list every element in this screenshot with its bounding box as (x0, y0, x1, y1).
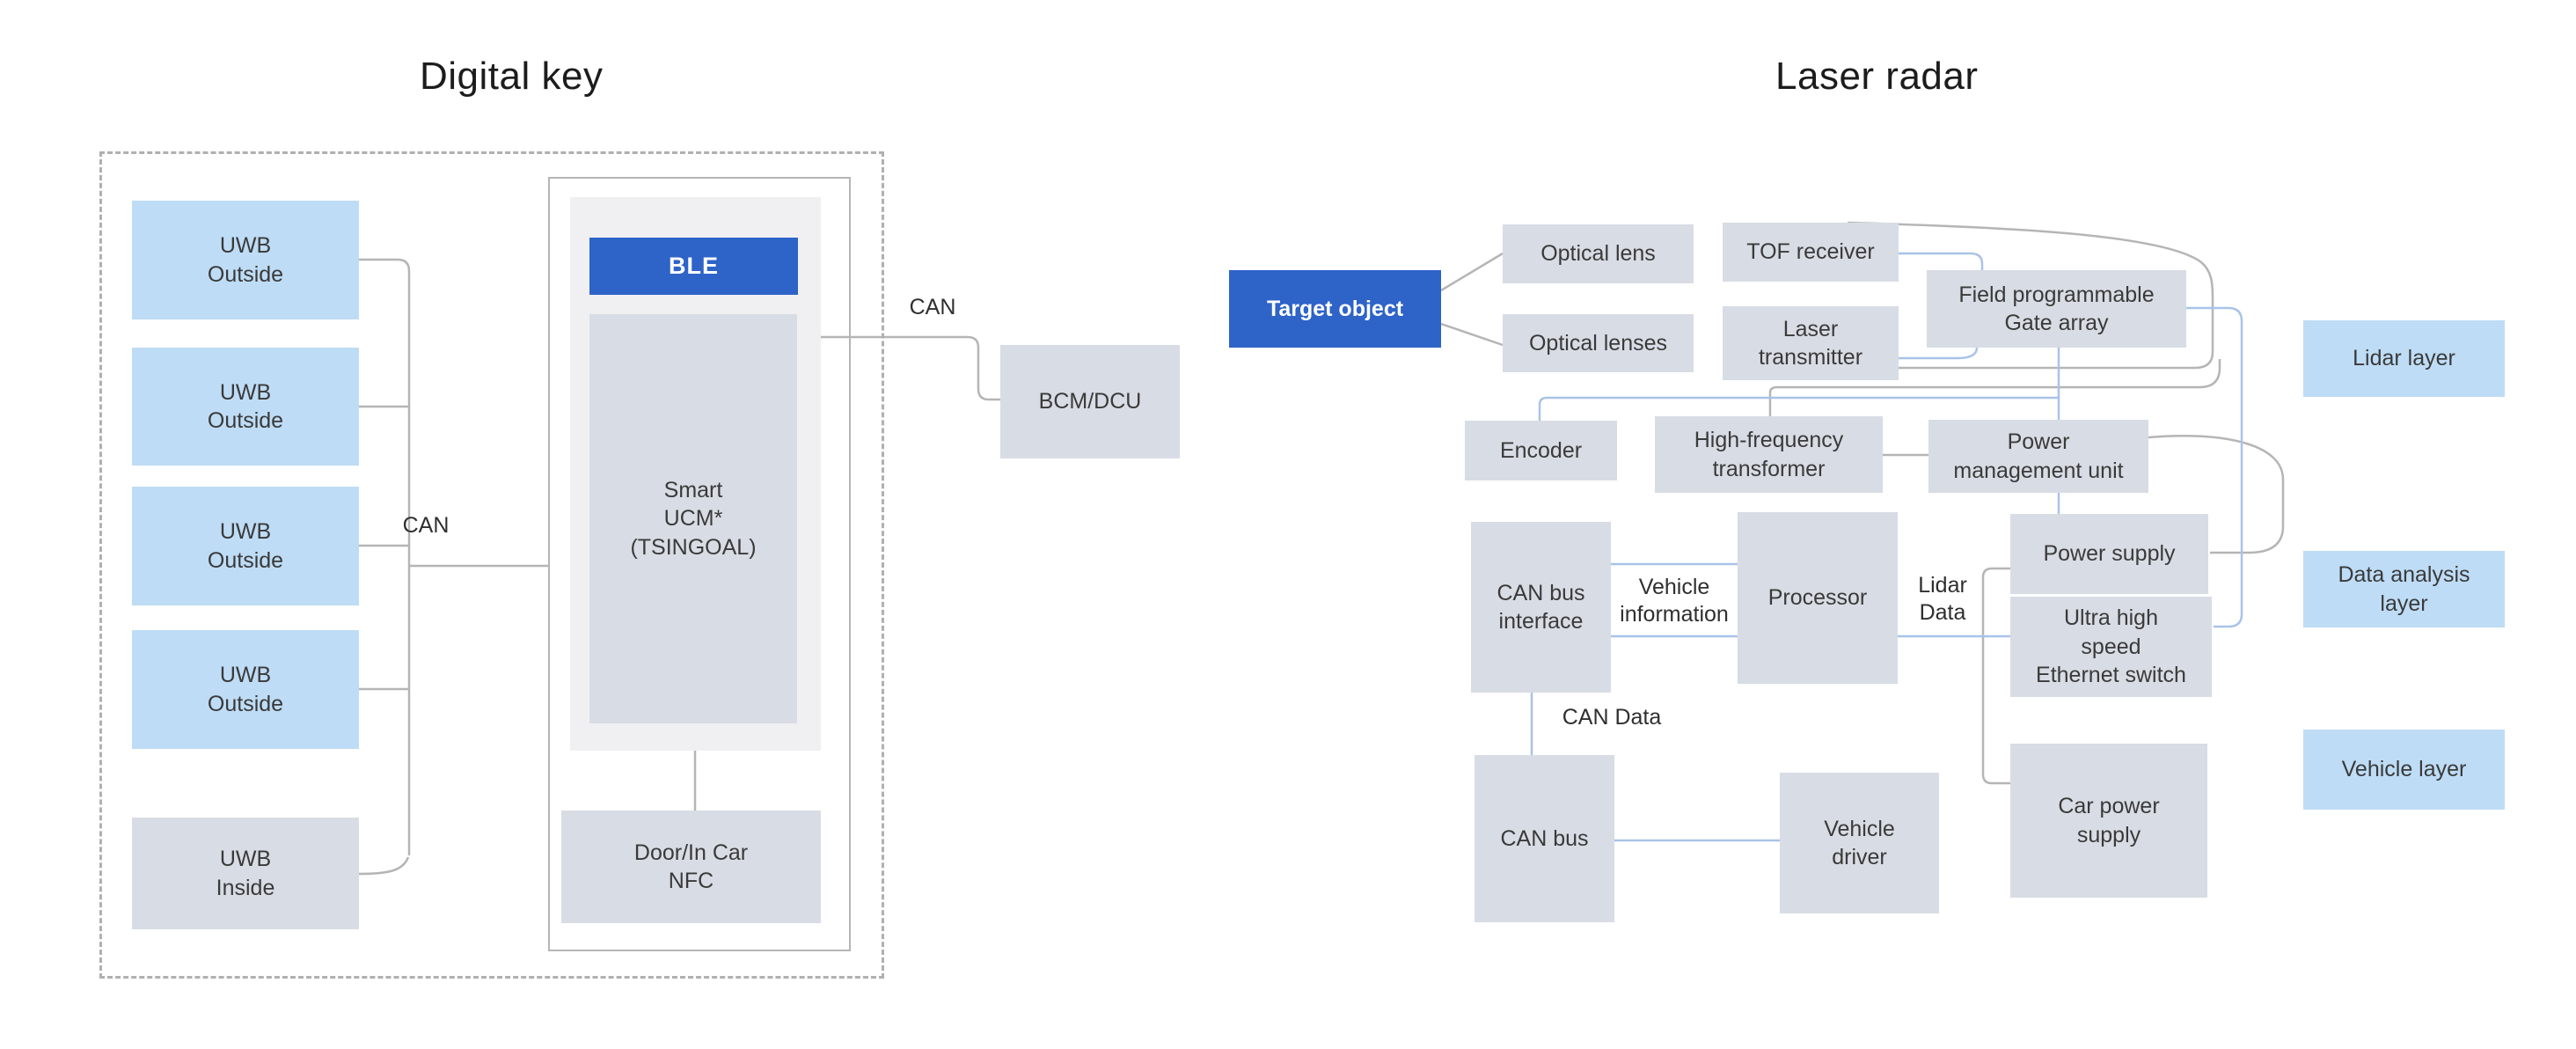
ble-box: BLE (589, 238, 798, 295)
lidar-layer-box: Lidar layer (2303, 320, 2505, 397)
hft-loop-wire (1768, 359, 2221, 416)
power-supply-box: Power supply (2010, 514, 2208, 594)
uwb-outside-box-2: UWB Outside (132, 348, 359, 466)
laser-transmitter-box: Laser transmitter (1723, 306, 1899, 380)
uwb-outside-box-4: UWB Outside (132, 630, 359, 749)
nfc-box: Door/In Car NFC (561, 811, 821, 923)
bcm-dcu-box: BCM/DCU (1000, 345, 1180, 458)
vehicle-information-label: Vehicle information (1620, 575, 1729, 627)
uwb-outside-box-1: UWB Outside (132, 201, 359, 319)
smart-ucm-box: Smart UCM* (TSINGOAL) (589, 314, 797, 723)
can-out-label: CAN (909, 295, 956, 319)
can-to-bcm-wire (821, 335, 1000, 401)
pmu-powersupply-wire (2148, 435, 2285, 554)
vehicle-layer-box: Vehicle layer (2303, 730, 2505, 810)
uwb-outside-box-3: UWB Outside (132, 487, 359, 605)
optical-lenses-box: Optical lenses (1503, 314, 1694, 372)
target-to-lens-wires (1440, 252, 1504, 347)
digital-key-boundary (99, 151, 884, 979)
laser-radar-title: Laser radar (1775, 55, 1979, 98)
encoder-box: Encoder (1465, 421, 1617, 480)
fpga-box: Field programmable Gate array (1927, 270, 2186, 348)
can-bus-box: CAN bus (1475, 755, 1614, 922)
powersupply-carpower-bracket (1981, 567, 2010, 785)
processor-box: Processor (1738, 512, 1898, 684)
car-power-supply-box: Car power supply (2010, 744, 2207, 898)
high-frequency-transformer-box: High-frequency transformer (1655, 416, 1883, 493)
laser-to-fpga-wire (1899, 347, 1979, 360)
uwb-inside-box: UWB Inside (132, 818, 359, 929)
data-analysis-layer-box: Data analysis layer (2303, 551, 2505, 627)
can-bus-interface-box: CAN bus interface (1471, 522, 1611, 693)
power-management-unit-box: Power management unit (1928, 420, 2148, 493)
tof-to-fpga-wire (1899, 252, 1984, 270)
target-object-box: Target object (1229, 270, 1441, 348)
tof-receiver-box: TOF receiver (1723, 223, 1899, 282)
ultra-ethernet-switch-box: Ultra high speed Ethernet switch (2010, 597, 2212, 697)
uwb-collector-wire (358, 258, 548, 876)
optical-lens-box: Optical lens (1503, 224, 1694, 283)
can-bus-label: CAN (402, 513, 450, 538)
tof-loop-wire (1847, 221, 2214, 370)
vehicle-driver-box: Vehicle driver (1780, 773, 1939, 913)
digital-key-title: Digital key (420, 55, 604, 98)
lidar-data-label: Lidar Data (1918, 573, 1967, 626)
can-data-label: CAN Data (1562, 705, 1662, 730)
fpga-to-ethernet-wire (2186, 306, 2243, 628)
smart-module-border (548, 177, 851, 951)
